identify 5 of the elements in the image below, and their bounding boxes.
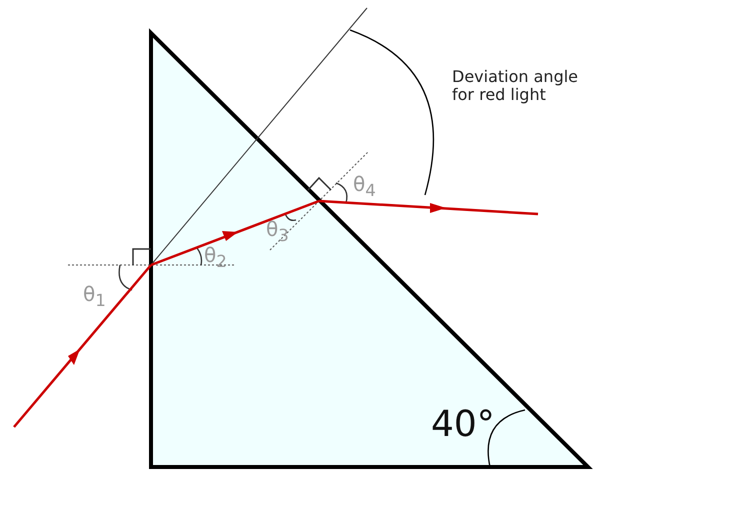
angle-label: θ$_{4}$ xyxy=(353,173,376,200)
angle-label: 40° xyxy=(431,404,495,446)
annotation-text: Deviation angle for red light xyxy=(452,68,580,105)
angle-label: θ$_{2}$ xyxy=(204,244,227,272)
angle-label: θ$_{1}$ xyxy=(83,283,106,310)
